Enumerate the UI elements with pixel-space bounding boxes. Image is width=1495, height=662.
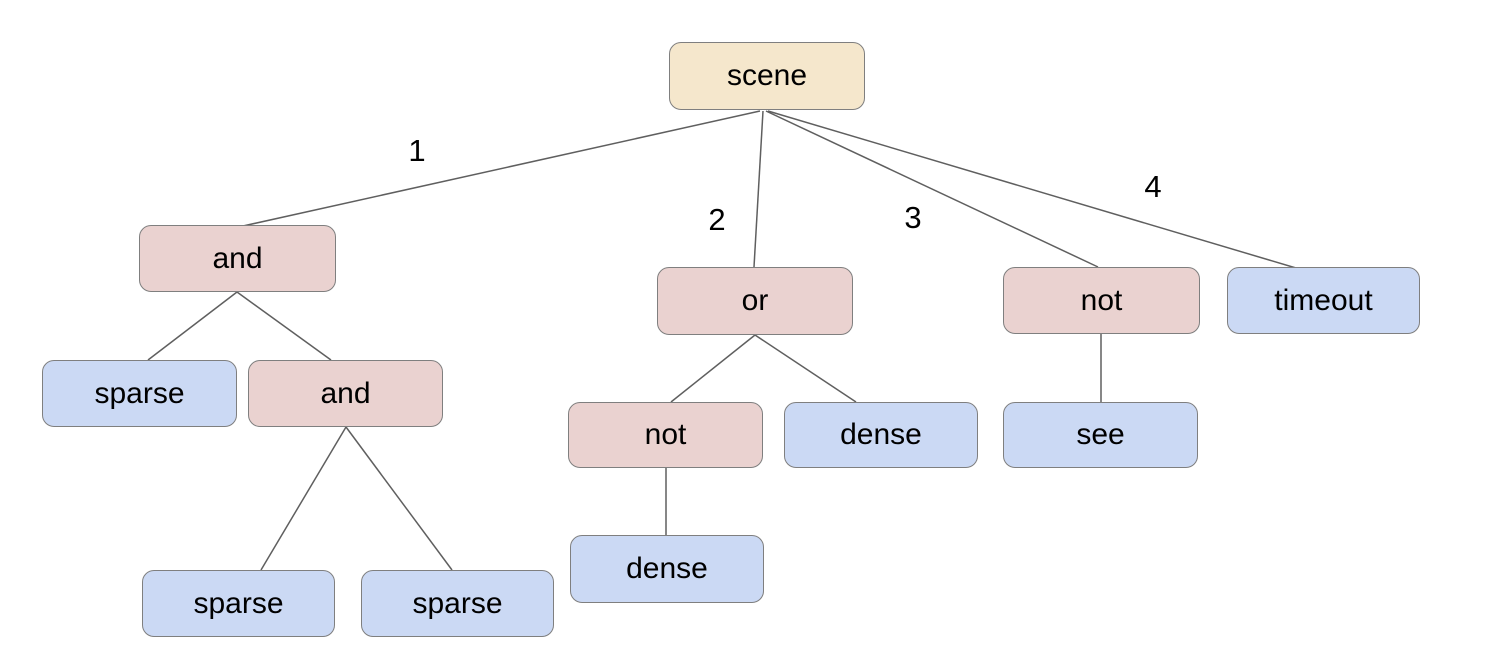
edge-label-4: 4	[1144, 169, 1161, 204]
edge-scene-and	[242, 110, 761, 227]
edge-scene-not	[765, 110, 1099, 268]
node-not: not	[1003, 267, 1200, 334]
edge-label-1: 1	[408, 133, 425, 168]
node-scene: scene	[669, 42, 865, 110]
node-dense-1: dense	[784, 402, 978, 468]
node-not-2: not	[568, 402, 763, 468]
edge-and-sparse	[147, 291, 238, 361]
edge-and2-sparse2	[345, 426, 453, 571]
node-dense-2: dense	[570, 535, 764, 603]
edge-scene-timeout	[767, 110, 1297, 269]
edge-or-dense	[754, 334, 857, 403]
edge-scene-or	[753, 110, 764, 268]
node-sparse-1: sparse	[42, 360, 237, 427]
node-or: or	[657, 267, 853, 335]
edge-and2-sparse	[260, 426, 347, 571]
node-and: and	[139, 225, 336, 292]
node-sparse-3: sparse	[361, 570, 554, 637]
edge-label-3: 3	[904, 200, 921, 235]
node-sparse-2: sparse	[142, 570, 335, 637]
edge-label-2: 2	[708, 202, 725, 237]
node-and-2: and	[248, 360, 443, 427]
node-timeout: timeout	[1227, 267, 1420, 334]
edge-or-not	[670, 334, 756, 403]
edge-and-and	[236, 291, 332, 361]
node-see: see	[1003, 402, 1198, 468]
